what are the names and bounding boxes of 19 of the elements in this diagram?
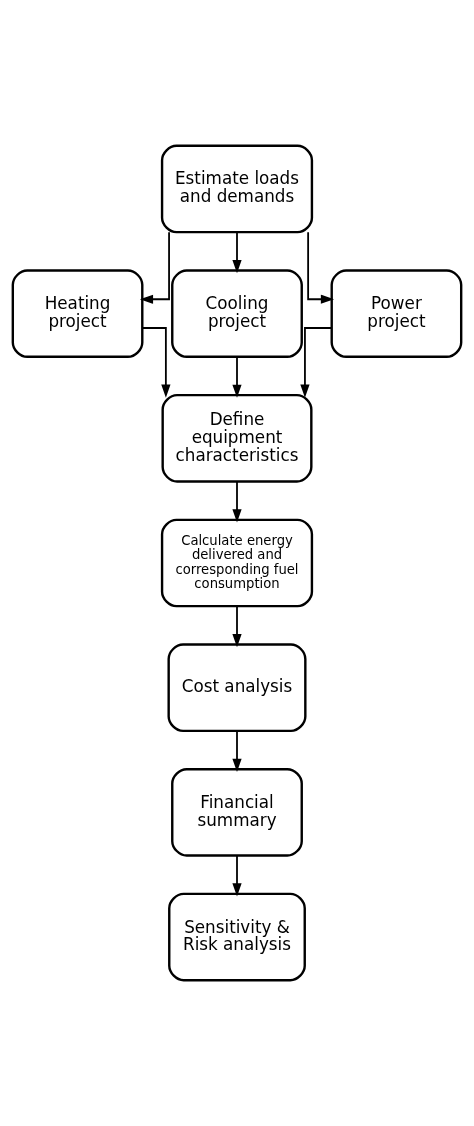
arrow bbox=[232, 854, 242, 897]
node-box: Cooling project bbox=[171, 269, 303, 358]
arrow bbox=[300, 327, 333, 398]
arrow bbox=[141, 327, 171, 398]
arrow bbox=[307, 231, 335, 304]
arrow bbox=[232, 480, 242, 523]
node-box: Power project bbox=[330, 269, 463, 358]
arrow bbox=[232, 605, 242, 648]
arrow bbox=[232, 356, 242, 398]
node-box: Financial summary bbox=[171, 768, 303, 857]
node-box: Define equipment characteristics bbox=[161, 393, 313, 483]
node-box: Cost analysis bbox=[167, 643, 307, 733]
node-box: Calculate energy delivered and corresponding fuel consumption bbox=[160, 518, 314, 608]
arrow bbox=[232, 231, 242, 274]
arrow bbox=[232, 730, 242, 772]
arrow bbox=[139, 231, 170, 304]
node-box: Estimate loads and demands bbox=[160, 144, 314, 234]
node-box: Heating project bbox=[11, 269, 144, 358]
node-box: Sensitivity & Risk analysis bbox=[168, 892, 306, 982]
